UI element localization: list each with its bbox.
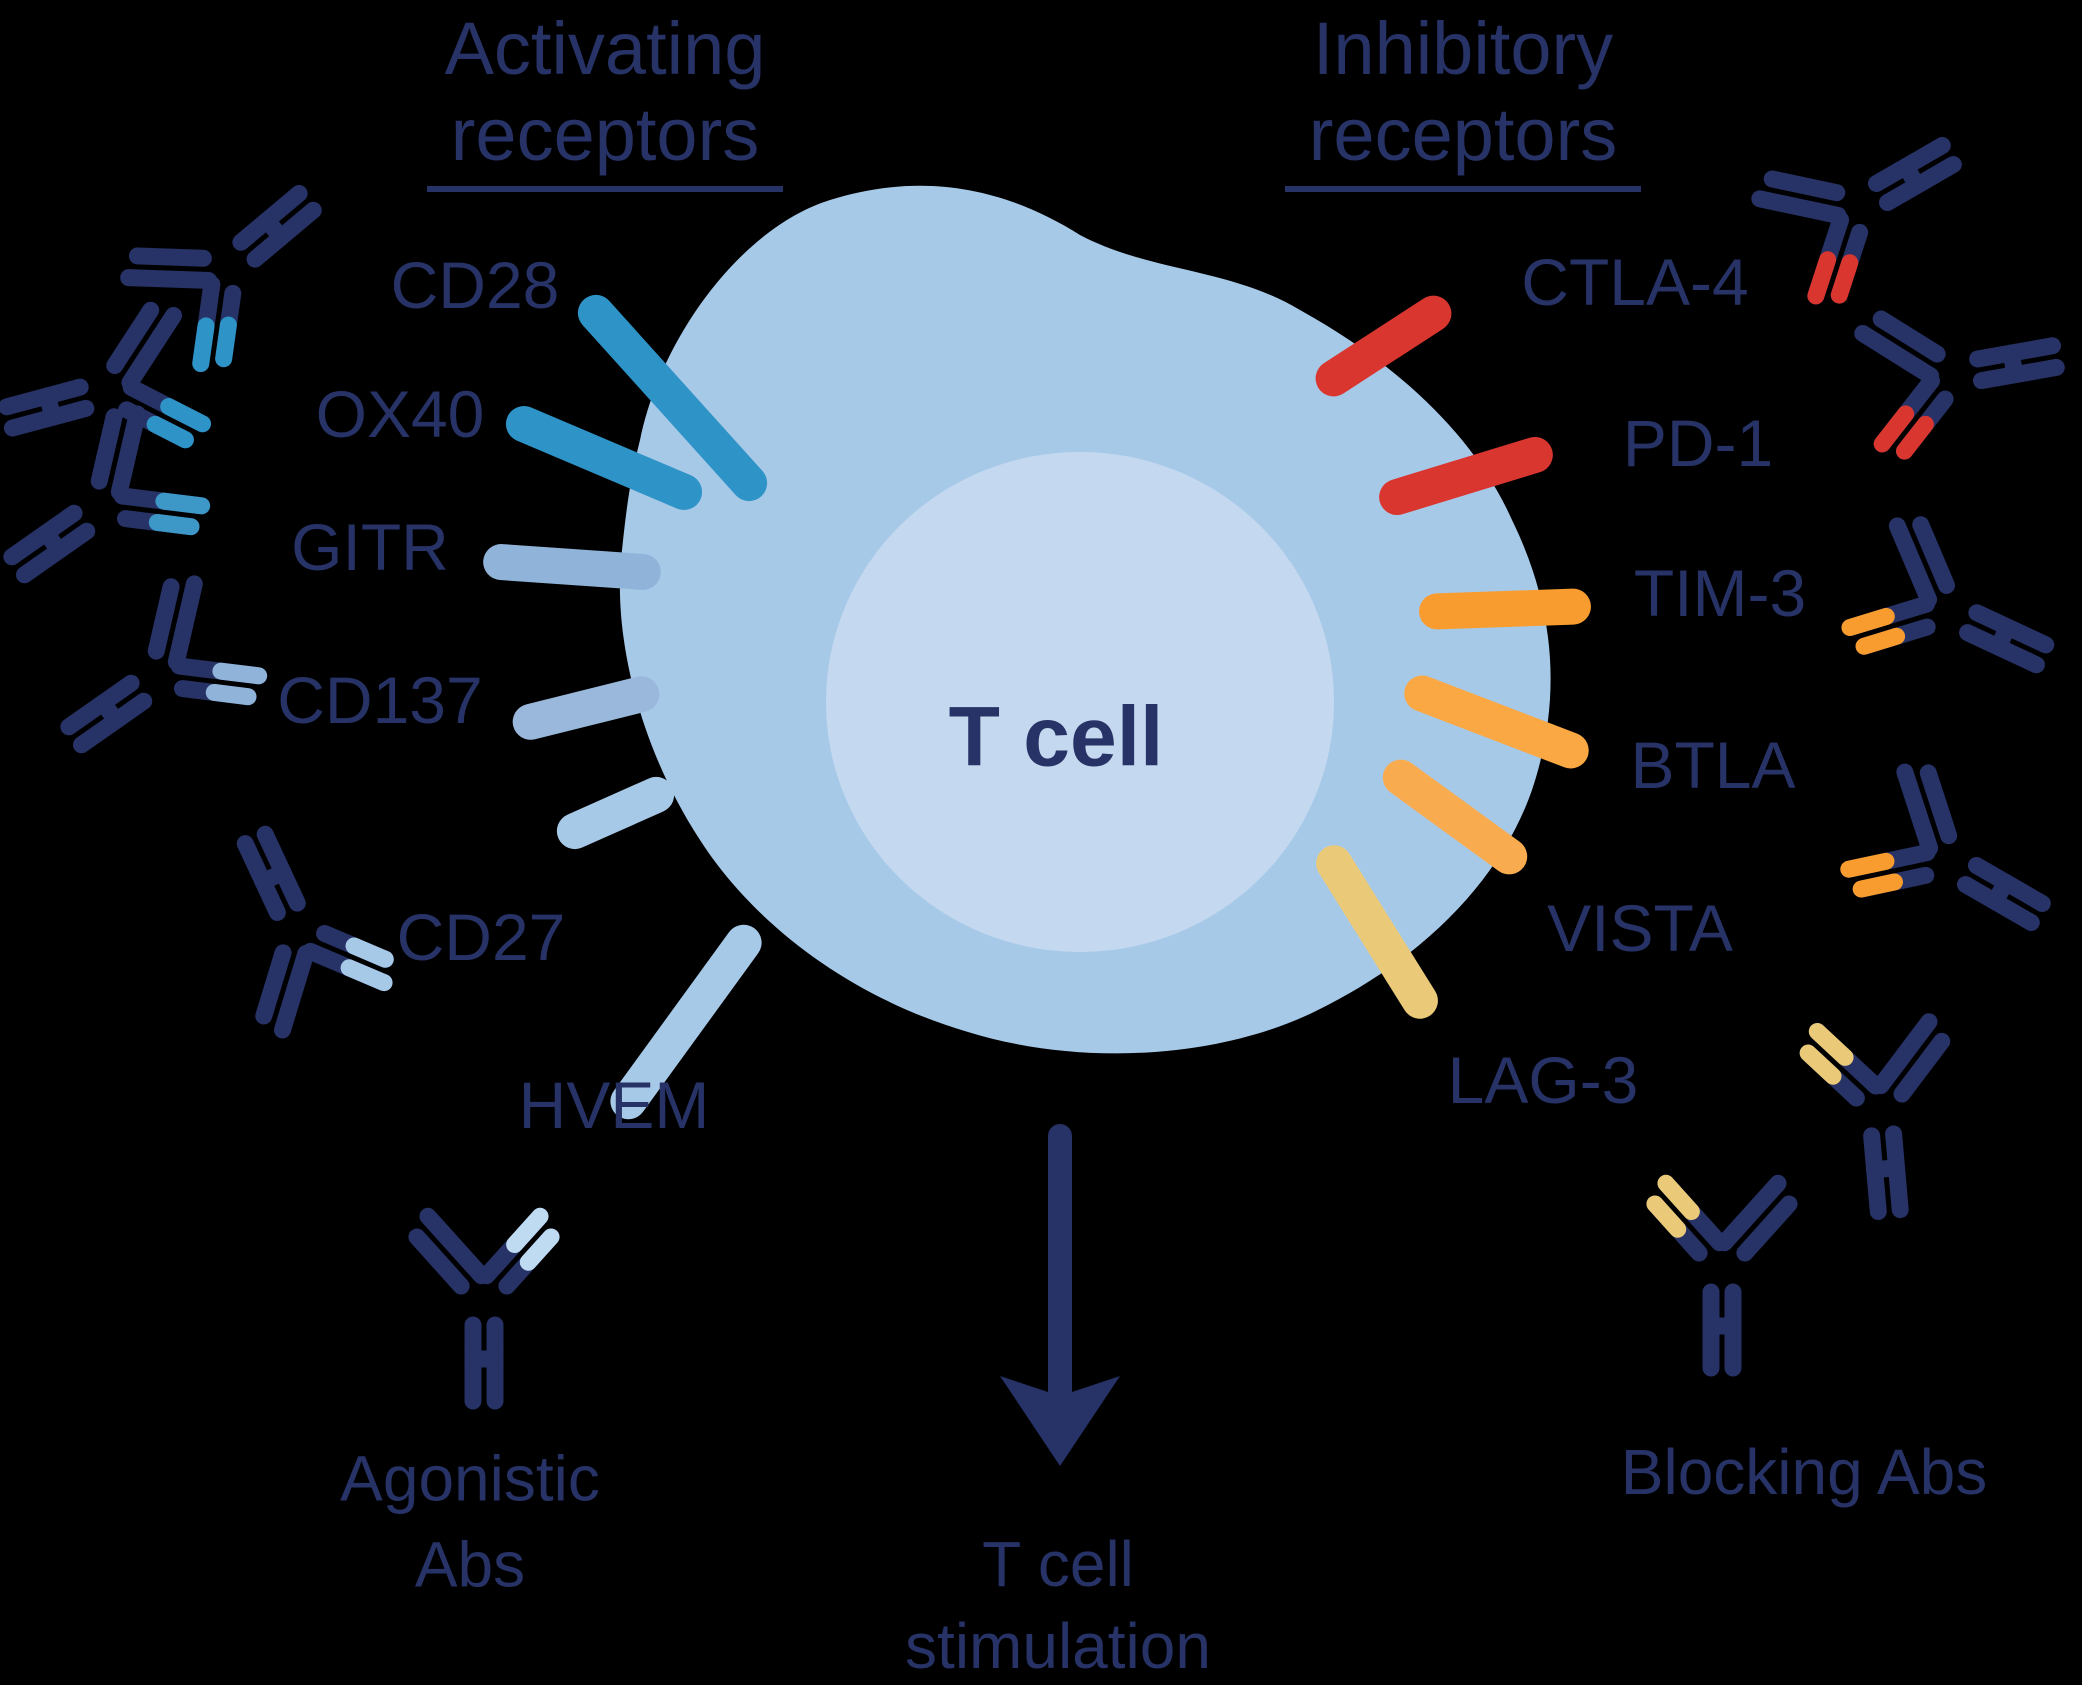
label-tim3: TIM-3 (1633, 556, 1807, 630)
receptor-stick-tim3 (1418, 588, 1592, 630)
label-cd137: CD137 (277, 663, 483, 737)
cell-nucleus (826, 452, 1334, 952)
label-hvem: HVEM (518, 1068, 710, 1142)
label-lag3: LAG-3 (1447, 1043, 1639, 1117)
label-ctla4: CTLA-4 (1521, 245, 1749, 319)
header-line2-underlined: receptors (426, 92, 784, 192)
agonistic-abs-caption: Agonistic Abs (340, 1436, 600, 1609)
header-line1: Activating (444, 7, 766, 90)
label-gitr: GITR (291, 510, 449, 584)
t-cell-label: T cell (948, 689, 1164, 784)
outcome-line2: stimulation (905, 1610, 1211, 1682)
blocking-abs-caption: Blocking Abs (1620, 1435, 1988, 1508)
label-cd28: CD28 (390, 248, 560, 322)
caption-line2: Abs (414, 1529, 526, 1601)
caption-line1: Agonistic (340, 1442, 600, 1515)
label-ox40: OX40 (315, 377, 485, 451)
t-cell-stimulation-caption: T cell stimulation (905, 1524, 1211, 1685)
label-pd1: PD-1 (1622, 406, 1774, 480)
agonistic-antibody-icon-6 (349, 1160, 619, 1430)
header-line2-underlined: receptors (1284, 92, 1642, 192)
label-cd27: CD27 (396, 900, 566, 974)
label-vista: VISTA (1547, 891, 1733, 965)
activating-receptors-header: Activating receptors (305, 6, 905, 192)
blocking-antibody-icon-6 (1587, 1127, 1857, 1397)
label-btla: BTLA (1630, 728, 1796, 802)
outcome-line1: T cell (982, 1528, 1134, 1601)
header-line1: Inhibitory (1312, 7, 1614, 90)
inhibitory-receptors-header: Inhibitory receptors (1163, 6, 1763, 192)
